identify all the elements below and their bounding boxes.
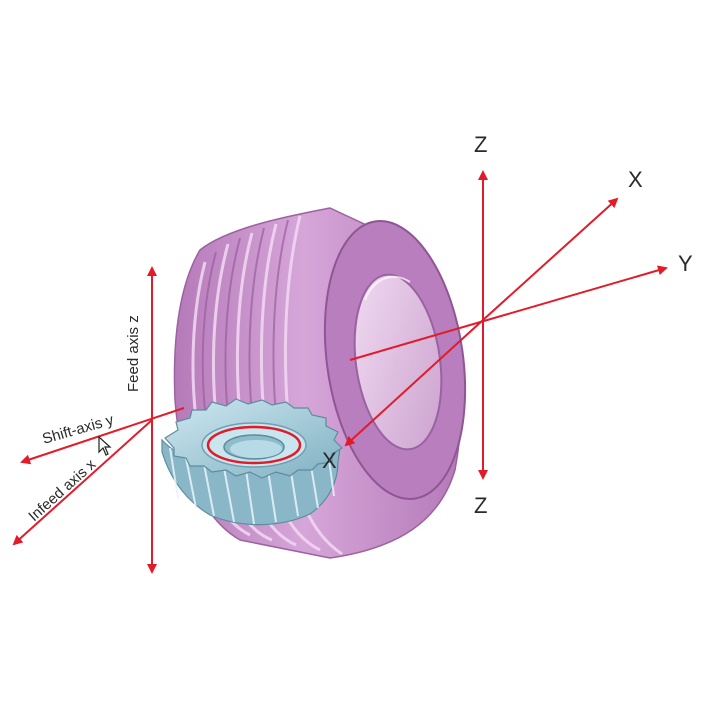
shift-axis-y (20, 407, 185, 465)
x-axis-lower (344, 319, 484, 447)
helical-gear (161, 398, 343, 526)
axes (12, 170, 668, 574)
label-z-top: Z (474, 132, 487, 157)
y-axis (349, 265, 668, 361)
label-x-center: X (322, 448, 337, 473)
arrow-pointer-icon (98, 436, 112, 456)
label-infeed-axis: Infeed axis x (25, 456, 99, 525)
label-y-right: Y (678, 251, 693, 276)
label-z-bottom: Z (474, 493, 487, 518)
label-feed-axis: Feed axis z (125, 315, 142, 392)
infeed-axis-x (12, 419, 153, 546)
label-x-upper: X (628, 167, 643, 192)
x-axis-upper (482, 197, 619, 321)
